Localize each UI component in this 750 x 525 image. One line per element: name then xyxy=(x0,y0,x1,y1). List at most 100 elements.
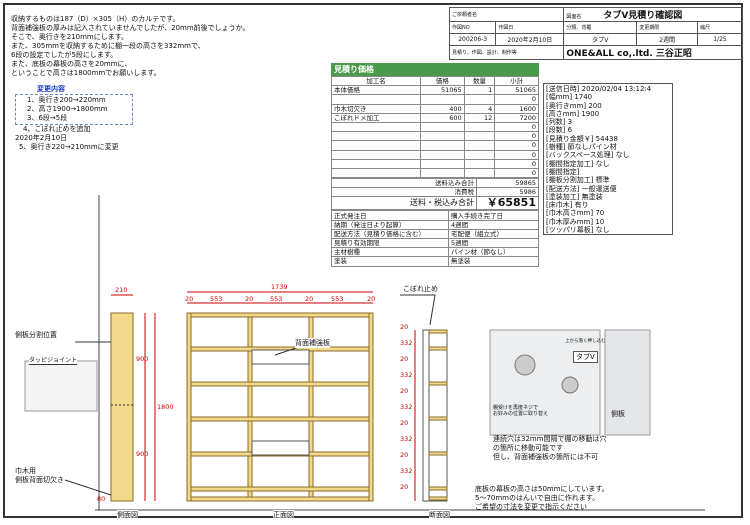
info-row: 納期（発注日より起算）4週間 xyxy=(331,219,539,230)
section-back xyxy=(422,329,430,502)
change-line: 5、奥行き220→210mmに変更 xyxy=(19,143,119,151)
front-view xyxy=(186,291,374,502)
estimate-cell: 0 xyxy=(494,140,539,151)
grand-value: ￥65851 xyxy=(476,196,539,211)
section-view-label: 断面図 xyxy=(429,510,450,520)
spec-line: [段数] 6 xyxy=(546,126,573,135)
company-name: ONE&ALL co,.ltd. 三谷正昭 xyxy=(563,45,743,60)
spec-line: [奥行きmm] 200 xyxy=(546,101,602,110)
changes-block: 変更内容 1、奥行き200→220mm 2、高さ1900→1800mm 3、6段… xyxy=(15,85,133,152)
spill-stop-pointer xyxy=(400,294,436,326)
spec-line: [棚間指定] xyxy=(546,167,580,176)
estimate-cell xyxy=(331,149,421,160)
info-cell: 宅配便（組立式） xyxy=(448,228,539,240)
dim-900b: 900 xyxy=(136,450,149,458)
bracket-icon xyxy=(561,376,579,394)
spill-stop-label: こぼれ止め xyxy=(403,284,438,294)
section-shelf xyxy=(428,451,448,456)
baseboard-pointer xyxy=(64,479,112,496)
section-view xyxy=(400,294,448,502)
front-shelf xyxy=(190,312,370,318)
spec-line: [巾木厚みmm] 10 xyxy=(546,217,605,226)
bottom-note-line: ご希望の寸法を変更で指示ください xyxy=(475,503,587,511)
estimate-cell xyxy=(420,158,465,169)
info-row: 正式発注日購入手続き完了日 xyxy=(331,210,539,221)
estimate-cell xyxy=(331,158,421,169)
notes-block: 収納するものは187（D）×305（H）のカルテです。 背面補強板の厚みは記入さ… xyxy=(11,15,250,78)
dim-900a: 900 xyxy=(136,355,149,363)
front-divider-1 xyxy=(247,312,253,502)
estimate-cell xyxy=(331,167,421,179)
estimate-cell: 0 xyxy=(494,121,539,133)
spec-line: [床巾木] 有り xyxy=(546,201,589,210)
dim-col: 20 xyxy=(367,295,376,303)
spec-line: [送信日時] 2020/02/04 13:12:4 xyxy=(546,85,652,93)
back-board-2 xyxy=(251,440,310,456)
estimate-row: 0 xyxy=(331,121,539,133)
section-shelf xyxy=(428,416,448,421)
estimate-cell: 0 xyxy=(494,158,539,169)
tabv-photo xyxy=(489,329,601,436)
front-side-right xyxy=(368,312,374,502)
move-note-line: 但し、背面補強板の箇所には不可 xyxy=(493,453,598,461)
estimate-row: 0 xyxy=(331,158,539,169)
note-line: 背面補強板の厚みは記入されていませんでしたが、20mm前後でしょうか。 xyxy=(11,24,250,32)
dim-row: 332 xyxy=(400,371,413,379)
spec-line: [棚板分割加工] 標準 xyxy=(546,176,610,185)
side-board-label: 側板 xyxy=(611,410,625,418)
note-line: そこで、奥行きを210mmにします。 xyxy=(11,33,129,41)
spec-line: [幅mm] 1740 xyxy=(546,93,593,102)
change-line: 2、高さ1900→1800mm xyxy=(27,105,108,113)
change-line: 3、6段→5段 xyxy=(27,114,68,122)
change-line: 1、奥行き200→220mm xyxy=(27,96,106,104)
dim-row: 20 xyxy=(400,355,409,363)
dim-row: 20 xyxy=(400,387,409,395)
estimate-cell xyxy=(420,121,465,133)
dim-row: 20 xyxy=(400,451,409,459)
side-photo xyxy=(604,329,651,436)
tabv-sub: 上から落く押し込む xyxy=(565,339,606,344)
spec-line: [配送方法] 一般運送便 xyxy=(546,184,617,193)
change-line: 2020年2月10日 xyxy=(15,134,68,142)
note-line: 6段の設定でしたが5段にします。 xyxy=(11,51,118,59)
bracket-icon xyxy=(514,354,536,376)
front-side-left xyxy=(186,312,192,502)
title-block: ご依頼者名 図面名 タブV見積り確認図 作図NO 作図日 分類、背覆 変更期限 … xyxy=(448,7,743,60)
front-shelf xyxy=(190,496,370,502)
section-side xyxy=(428,329,448,502)
front-shelf xyxy=(190,381,370,387)
drawing-name: タブV見積り確認図 xyxy=(603,11,683,21)
estimate-cell: 0 xyxy=(494,131,539,142)
spec-line: [見積り金額￥] 54438 xyxy=(546,134,618,143)
joint-label: タッピジョイント xyxy=(29,355,78,365)
bottom-note: 底板の幕板の高さは50mmにしています。 5〜70mmのはんいで自由に作れます。… xyxy=(475,485,609,512)
estimate-cell xyxy=(331,140,421,151)
tax-value: 5986 xyxy=(476,187,539,198)
bottom-note-line: 底板の幕板の高さは50mmにしています。 xyxy=(475,485,609,493)
spec-line: [棚間指定加工] なし xyxy=(546,159,610,168)
back-board-1 xyxy=(251,349,310,365)
estimate-cell xyxy=(420,131,465,142)
total-value: 59865 xyxy=(476,178,539,189)
section-shelf xyxy=(428,329,448,334)
info-cell: 5週間 xyxy=(448,237,539,249)
baseboard-label: 巾木用 側板背面切欠き xyxy=(15,467,64,485)
changes-title: 変更内容 xyxy=(37,85,65,93)
support-note: 棚受けを再度ネジで お好みの位置に取り替え xyxy=(493,405,549,417)
spec-line: [列数] 3 xyxy=(546,118,573,127)
estimate-cell xyxy=(420,167,465,179)
dim-depth: 210 xyxy=(115,286,128,294)
note-line: また、305mmを収納するために棚一段の高さを332mmで、 xyxy=(11,42,205,50)
estimate-cell xyxy=(331,121,421,133)
estimate-cell xyxy=(331,131,421,142)
note-line: ということで高さは1800mmでお願いします。 xyxy=(11,69,161,77)
section-shelf xyxy=(428,486,448,491)
dim-row: 20 xyxy=(400,419,409,427)
dim-col: 553 xyxy=(210,295,223,303)
dim-height: 1800 xyxy=(157,403,174,411)
move-note-line: の箇所に移動可能です xyxy=(493,444,563,452)
dim-col: 20 xyxy=(305,295,314,303)
spec-line: [高さmm] 1900 xyxy=(546,109,600,118)
back-board-label: 背面補強板 xyxy=(295,338,330,348)
